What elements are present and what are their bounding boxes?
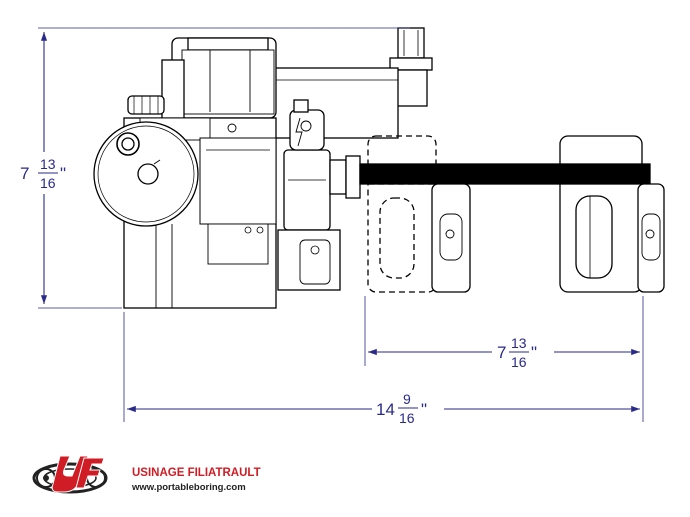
dim-height-den: 16 (40, 175, 56, 191)
dim-ext-whole: 7 (497, 343, 506, 362)
dim-overall-den: 16 (399, 410, 415, 426)
feed-tube (389, 27, 433, 107)
company-logo: UF USINAGE FILIATRAULT www.portableborin… (32, 455, 261, 501)
dim-height-num: 13 (40, 156, 56, 172)
motor-body (127, 37, 277, 131)
bearing-support-dashed (367, 135, 437, 293)
logo-monogram: UF (70, 499, 72, 501)
dimension-extension: 7 13 16 " (497, 335, 537, 370)
dim-overall-whole: 14 (376, 400, 395, 419)
knob (127, 95, 165, 115)
company-name: USINAGE FILIATRAULT (132, 467, 261, 479)
bearing-clamp-mid (431, 183, 471, 293)
dim-ext-unit: " (531, 343, 537, 362)
dim-overall-num: 9 (403, 391, 411, 407)
dim-height-unit: " (60, 164, 66, 183)
dim-ext-num: 13 (511, 335, 527, 351)
logo-emblem: UF (32, 455, 108, 501)
dim-overall-unit: " (421, 400, 427, 419)
feed-gearbox (277, 99, 361, 291)
boring-machine-drawing (93, 27, 665, 309)
dim-height-whole: 7 (20, 164, 29, 183)
gear-housing (267, 67, 399, 139)
company-website: www.portableboring.com (131, 482, 246, 493)
dim-ext-den: 16 (511, 354, 527, 370)
dimension-overall: 14 9 16 " (376, 391, 427, 426)
bearing-support-right (559, 135, 665, 293)
motor-end-cap (93, 121, 199, 227)
dimension-height: 7 13 16 " (20, 156, 66, 191)
